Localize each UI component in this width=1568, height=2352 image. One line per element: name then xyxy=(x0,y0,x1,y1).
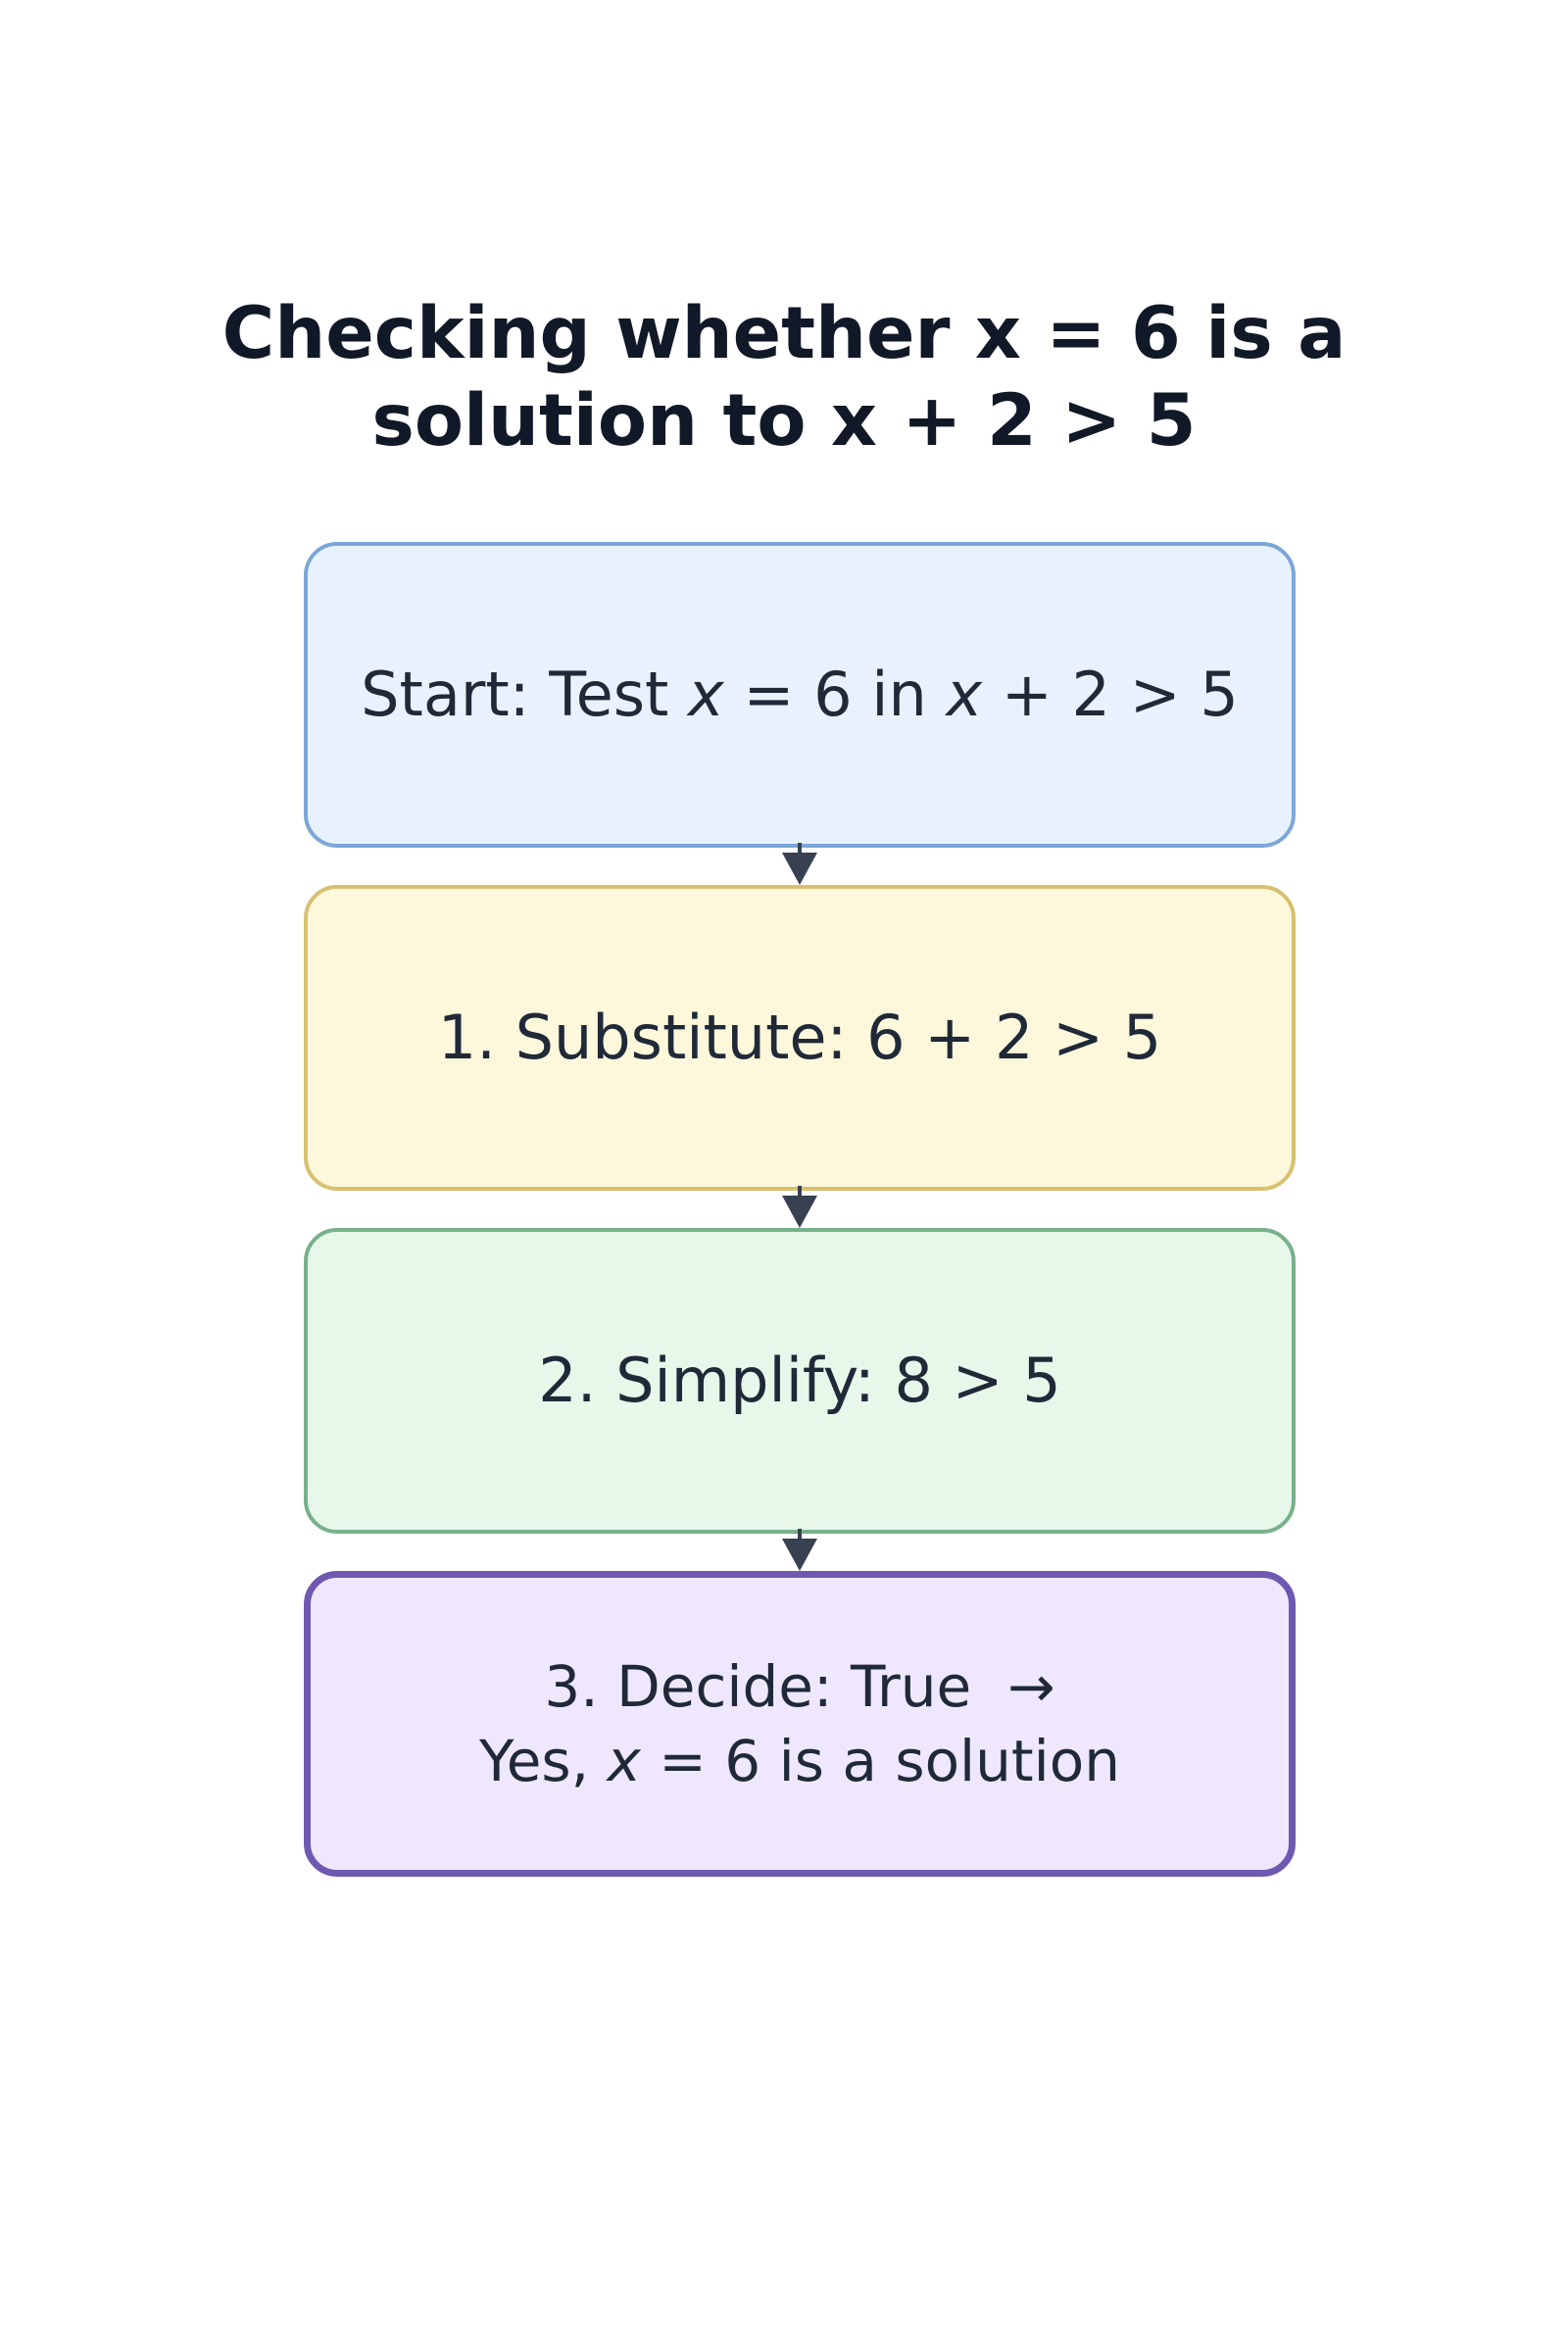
step-decide-label-line-2: Yes, x = 6 is a solution xyxy=(478,1728,1121,1794)
step-start-box: Start: Test x = 6 in x + 2 > 5 xyxy=(304,542,1296,848)
arrow-start-to-substitute xyxy=(782,843,817,885)
step-decide-box: 3. Decide: True → Yes, x = 6 is a soluti… xyxy=(304,1571,1296,1877)
arrow-simplify-to-decide xyxy=(782,1529,817,1571)
step-start-label: Start: Test x = 6 in x + 2 > 5 xyxy=(361,659,1239,730)
title-line-1: Checking whether x = 6 is a xyxy=(221,292,1347,375)
title-line-2: solution to x + 2 > 5 xyxy=(371,379,1197,463)
step-substitute-label: 1. Substitute: 6 + 2 > 5 xyxy=(437,1002,1162,1073)
step-simplify-box: 2. Simplify: 8 > 5 xyxy=(304,1228,1296,1534)
step-decide-label-line-1: 3. Decide: True → xyxy=(544,1653,1055,1720)
arrow-substitute-to-simplify xyxy=(782,1186,817,1228)
step-simplify-label: 2. Simplify: 8 > 5 xyxy=(538,1345,1061,1416)
diagram-title: Checking whether x = 6 is a solution to … xyxy=(0,290,1568,465)
step-substitute-box: 1. Substitute: 6 + 2 > 5 xyxy=(304,885,1296,1191)
